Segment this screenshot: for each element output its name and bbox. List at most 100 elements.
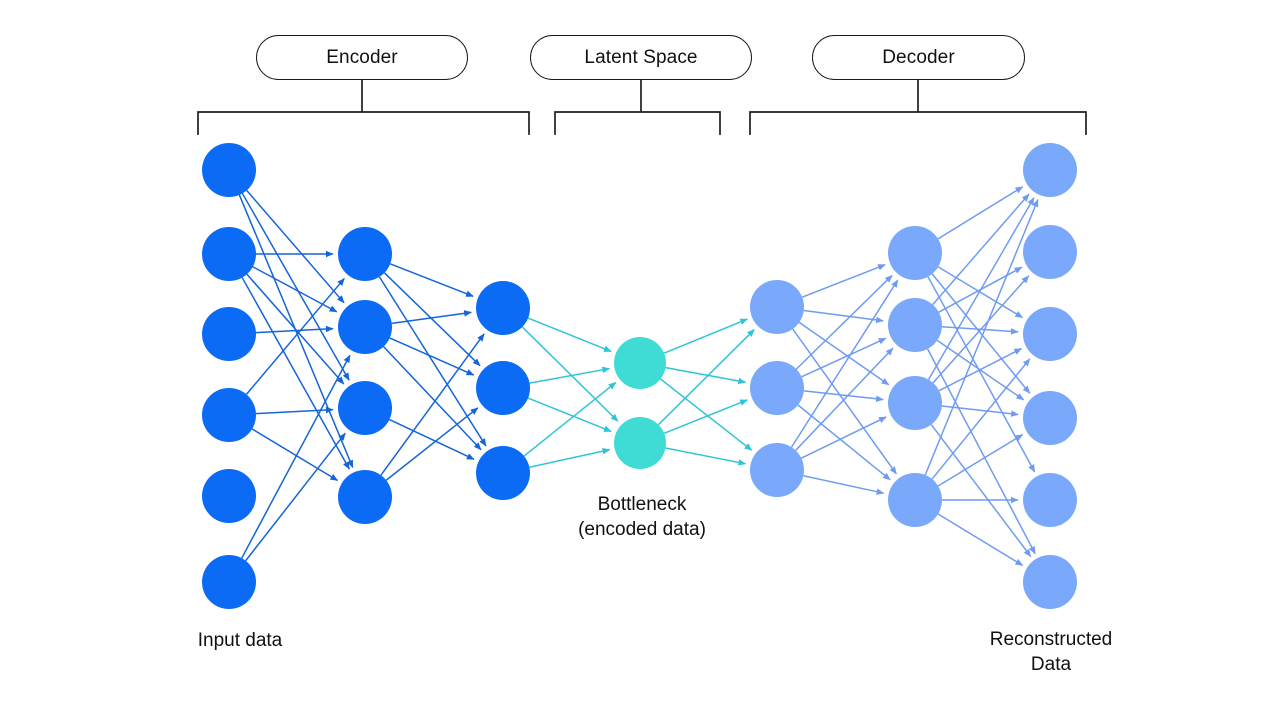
section-label-encoder[interactable]: Encoder: [256, 35, 468, 80]
node-decoder-hidden-2-3[interactable]: [888, 376, 942, 430]
edge: [255, 406, 334, 415]
edge: [930, 424, 1032, 557]
edge: [800, 416, 887, 459]
edge: [527, 397, 612, 433]
node-decoder-hidden-2-2[interactable]: [888, 298, 942, 352]
bracket-path-encoder: [197, 111, 530, 135]
edge: [665, 447, 747, 466]
edge: [937, 513, 1024, 567]
node-output-layer-3[interactable]: [1023, 307, 1077, 361]
edge: [241, 193, 350, 381]
edge: [801, 337, 887, 378]
edge: [391, 310, 472, 325]
edge-group-bottleneck-to-d1: [657, 318, 755, 466]
node-encoder-hidden-2-1[interactable]: [476, 281, 530, 335]
edge: [938, 347, 1023, 392]
edge: [932, 275, 1030, 384]
caption-input-data: Input data: [197, 630, 283, 651]
section-brackets: [197, 80, 1087, 135]
edge: [380, 333, 485, 476]
edge-group-e2-to-bottleneck: [521, 317, 619, 468]
edge: [251, 428, 339, 482]
edge: [795, 347, 894, 451]
edge: [241, 277, 351, 470]
edge: [378, 276, 487, 447]
edge: [792, 328, 898, 475]
bracket-path-latent-space: [554, 111, 721, 135]
network-edges: [238, 186, 1039, 567]
layer-decoder-hidden-2: [888, 226, 942, 527]
node-encoder-hidden-2-2[interactable]: [476, 361, 530, 415]
node-encoder-hidden-1-3[interactable]: [338, 381, 392, 435]
node-encoder-hidden-1-4[interactable]: [338, 470, 392, 524]
node-bottleneck-layer-2[interactable]: [614, 417, 666, 469]
network-nodes: [202, 143, 1077, 609]
edge: [529, 447, 611, 468]
node-bottleneck-layer-1[interactable]: [614, 337, 666, 389]
node-output-layer-6[interactable]: [1023, 555, 1077, 609]
node-decoder-hidden-1-1[interactable]: [750, 280, 804, 334]
edge-group-d1-to-d2: [790, 263, 899, 495]
node-input-layer-5[interactable]: [202, 469, 256, 523]
edge: [521, 326, 619, 422]
layer-input-layer: [202, 143, 256, 609]
node-encoder-hidden-1-2[interactable]: [338, 300, 392, 354]
node-output-layer-5[interactable]: [1023, 473, 1077, 527]
caption-bottleneck: Bottleneck (encoded data): [578, 494, 706, 540]
layer-encoder-hidden-2: [476, 281, 530, 500]
section-label-latent-space-text: Latent Space: [584, 46, 698, 68]
edge: [665, 366, 747, 385]
edge: [660, 378, 753, 451]
node-decoder-hidden-1-2[interactable]: [750, 361, 804, 415]
node-output-layer-4[interactable]: [1023, 391, 1077, 445]
section-label-encoder-text: Encoder: [326, 46, 398, 68]
edge: [931, 273, 1031, 394]
layer-output-layer: [1023, 143, 1077, 609]
edge: [941, 405, 1019, 417]
edge: [795, 274, 893, 370]
edge: [803, 309, 884, 324]
edge: [252, 266, 338, 313]
section-label-latent-space[interactable]: Latent Space: [530, 35, 752, 80]
edge: [383, 272, 481, 367]
node-decoder-hidden-2-4[interactable]: [888, 473, 942, 527]
edge: [389, 418, 475, 461]
section-label-decoder-text: Decoder: [882, 46, 955, 68]
edge: [527, 317, 612, 353]
node-input-layer-3[interactable]: [202, 307, 256, 361]
edge: [924, 199, 1039, 476]
node-encoder-hidden-2-3[interactable]: [476, 446, 530, 500]
edge: [383, 346, 482, 451]
layer-encoder-hidden-1: [338, 227, 392, 524]
edge: [937, 266, 1024, 319]
edge-group-d2-to-output: [924, 186, 1039, 567]
edge: [790, 279, 899, 448]
bracket-encoder: [197, 80, 530, 135]
edge: [385, 407, 479, 481]
node-decoder-hidden-1-3[interactable]: [750, 443, 804, 497]
section-label-decoder[interactable]: Decoder: [812, 35, 1025, 80]
node-input-layer-4[interactable]: [202, 388, 256, 442]
edge: [663, 399, 748, 435]
edge: [529, 366, 611, 384]
edge: [931, 358, 1031, 480]
node-output-layer-2[interactable]: [1023, 225, 1077, 279]
edge: [389, 263, 474, 298]
bracket-latent-space: [554, 80, 721, 135]
layer-bottleneck-layer: [614, 337, 666, 469]
node-output-layer-1[interactable]: [1023, 143, 1077, 197]
node-encoder-hidden-1-1[interactable]: [338, 227, 392, 281]
edge: [523, 381, 617, 457]
edge-group-input-to-e1: [238, 189, 354, 562]
edge: [937, 433, 1024, 487]
edge: [245, 432, 346, 562]
node-input-layer-6[interactable]: [202, 555, 256, 609]
node-input-layer-1[interactable]: [202, 143, 256, 197]
edge: [797, 404, 891, 481]
edge: [663, 318, 748, 354]
edge: [241, 354, 351, 559]
node-input-layer-2[interactable]: [202, 227, 256, 281]
caption-reconstructed-data: Reconstructed Data: [989, 629, 1113, 675]
node-decoder-hidden-2-1[interactable]: [888, 226, 942, 280]
